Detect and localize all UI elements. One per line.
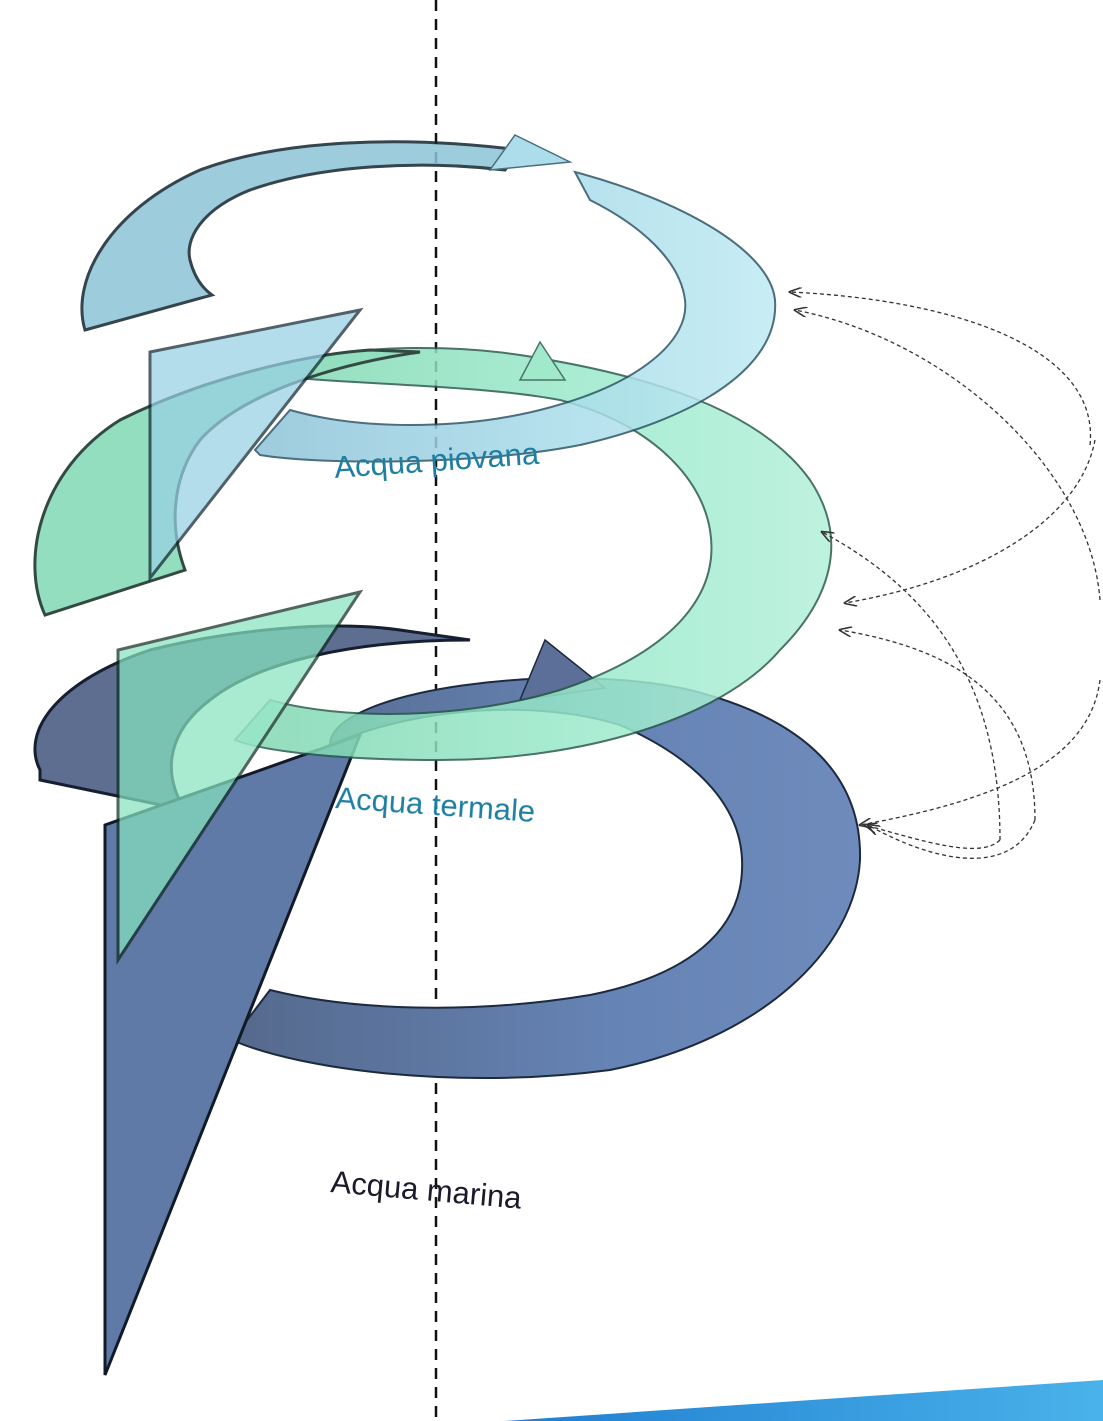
connector-arrow: [822, 532, 1001, 841]
corner-band: [505, 1380, 1103, 1421]
thermal-tail: [116, 589, 364, 966]
connector-arrow: [860, 679, 1101, 825]
connector-arrow: [790, 292, 1092, 446]
label-acqua-marina: Acqua marina: [329, 1164, 523, 1216]
rain-arrowhead: [488, 134, 573, 171]
connector-arrow: [865, 825, 1001, 850]
connector-arrow: [868, 819, 1036, 859]
connector-arrows: [790, 292, 1101, 859]
connector-arrow: [840, 630, 1036, 821]
connector-arrow: [845, 439, 1096, 603]
thermal-arrowhead: [518, 340, 567, 381]
label-acqua-termale: Acqua termale: [335, 780, 537, 829]
connector-arrow: [795, 310, 1101, 601]
spiral-rain: [80, 134, 777, 583]
rain-tail: [148, 307, 364, 583]
spiral-thermal: [33, 340, 833, 966]
